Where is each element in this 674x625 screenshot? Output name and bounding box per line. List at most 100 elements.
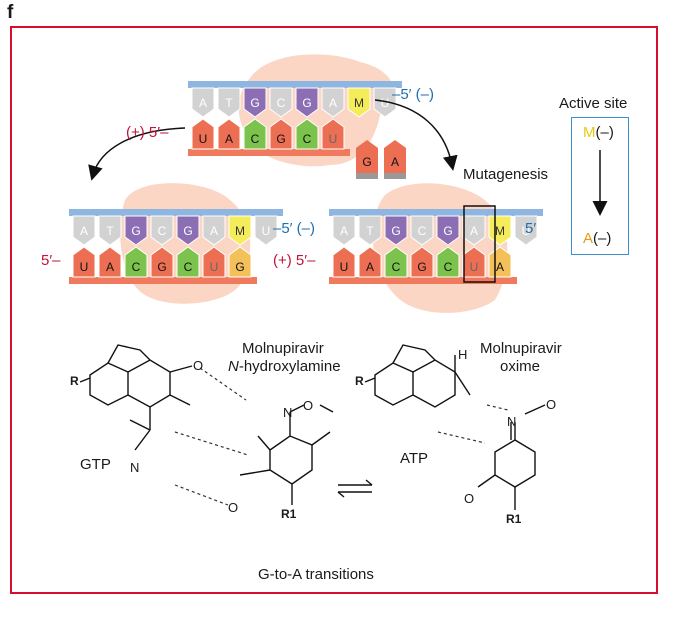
nascent-letter: A xyxy=(225,132,233,146)
free-nucleotide-base xyxy=(356,173,378,179)
nascent-letter: U xyxy=(340,260,349,274)
atom-n-hydroxylamine: N xyxy=(283,405,293,420)
nascent-nucleotide xyxy=(358,246,382,278)
template-backbone xyxy=(69,209,283,216)
nascent-nucleotide xyxy=(436,246,460,278)
template-letter: A xyxy=(210,224,218,238)
oxime-structure xyxy=(477,404,546,510)
nascent-nucleotide xyxy=(243,118,267,150)
nascent-letter: C xyxy=(392,260,401,274)
nascent-letter: A xyxy=(366,260,374,274)
template-letter: A xyxy=(340,224,348,238)
atom-o-hydroxyl: O xyxy=(303,398,314,413)
template-nucleotide xyxy=(358,215,382,246)
template-nucleotide xyxy=(462,215,486,246)
template-letter: G xyxy=(183,224,192,238)
nascent-letter: C xyxy=(132,260,141,274)
nascent-nucleotide xyxy=(228,246,252,278)
template-backbone xyxy=(188,81,402,88)
r1-group-left: R1 xyxy=(281,507,297,521)
template-letter: M xyxy=(235,224,245,238)
nascent-letter: U xyxy=(199,132,208,146)
template-letter: T xyxy=(225,96,233,110)
nascent-nucleotide xyxy=(462,246,486,278)
mutagenesis-label: Mutagenesis xyxy=(463,166,549,183)
template-nucleotide xyxy=(124,215,148,246)
template-letter: C xyxy=(277,96,286,110)
atp-structure xyxy=(364,344,471,408)
right-nascent-label: (+) 5′– xyxy=(273,252,316,269)
template-nucleotide xyxy=(202,215,226,246)
template-nucleotide xyxy=(410,215,434,246)
atom-o-oxime: O xyxy=(546,397,557,412)
nascent-letter: C xyxy=(444,260,453,274)
template-letter: G xyxy=(131,224,140,238)
top-template-label: –5′ (–) xyxy=(392,86,434,103)
nascent-nucleotide xyxy=(321,118,345,150)
active-site-top: M(–) xyxy=(583,124,614,141)
template-nucleotide xyxy=(436,215,460,246)
template-nucleotide xyxy=(347,87,371,118)
template-nucleotide xyxy=(295,87,319,118)
atom-o-left: O xyxy=(193,358,204,373)
nascent-nucleotide xyxy=(202,246,226,278)
template-nucleotide xyxy=(243,87,267,118)
nascent-letter: G xyxy=(235,260,244,274)
template-nucleotide xyxy=(269,87,293,118)
active-site-bottom: A(–) xyxy=(583,230,612,247)
template-letter: A xyxy=(199,96,207,110)
template-nucleotide xyxy=(254,215,278,246)
nascent-letter: U xyxy=(329,132,338,146)
template-letter: G xyxy=(250,96,259,110)
nascent-nucleotide xyxy=(72,246,96,278)
template-nucleotide xyxy=(384,215,408,246)
active-site-box xyxy=(571,117,629,255)
nascent-backbone xyxy=(69,277,257,284)
nascent-letter: G xyxy=(276,132,285,146)
arrow-right xyxy=(374,99,458,171)
free-nucleotide-letter: A xyxy=(391,155,399,169)
template-letter: A xyxy=(80,224,88,238)
polymerase-right xyxy=(372,183,508,313)
r-group-right: R xyxy=(355,374,364,388)
arrow-left xyxy=(88,127,186,181)
template-nucleotide xyxy=(332,215,356,246)
free-nucleotide xyxy=(356,140,378,173)
nascent-nucleotide xyxy=(269,118,293,150)
hydroxylamine-title-1: Molnupiravir xyxy=(242,340,324,357)
free-nucleotide-letter: G xyxy=(362,155,371,169)
active-site-title: Active site xyxy=(559,95,628,112)
template-letter: U xyxy=(522,224,531,238)
caption: G-to-A transitions xyxy=(258,566,374,583)
nascent-nucleotide xyxy=(217,118,241,150)
nascent-backbone xyxy=(188,149,350,156)
template-letter: T xyxy=(106,224,114,238)
nascent-nucleotide xyxy=(150,246,174,278)
nascent-letter: G xyxy=(157,260,166,274)
nascent-letter: A xyxy=(106,260,114,274)
template-letter: G xyxy=(391,224,400,238)
free-nucleotide xyxy=(384,140,406,173)
nascent-letter: C xyxy=(251,132,260,146)
nascent-backbone xyxy=(329,277,517,284)
atom-o-left-2: O xyxy=(228,500,239,515)
template-backbone xyxy=(329,209,543,216)
template-nucleotide xyxy=(514,215,538,246)
nascent-letter: C xyxy=(184,260,193,274)
atp-label: ATP xyxy=(400,450,429,467)
atom-h-atp: H xyxy=(458,347,468,362)
oxime-title-1: Molnupiravir xyxy=(480,340,562,357)
template-nucleotide xyxy=(228,215,252,246)
template-letter: M xyxy=(354,96,364,110)
nascent-nucleotide xyxy=(384,246,408,278)
template-nucleotide xyxy=(150,215,174,246)
hydrogen-bonds-right xyxy=(437,404,509,444)
nascent-letter: G xyxy=(417,260,426,274)
hydroxylamine-title-2: N-hydroxylamine xyxy=(228,358,341,375)
template-letter: G xyxy=(443,224,452,238)
